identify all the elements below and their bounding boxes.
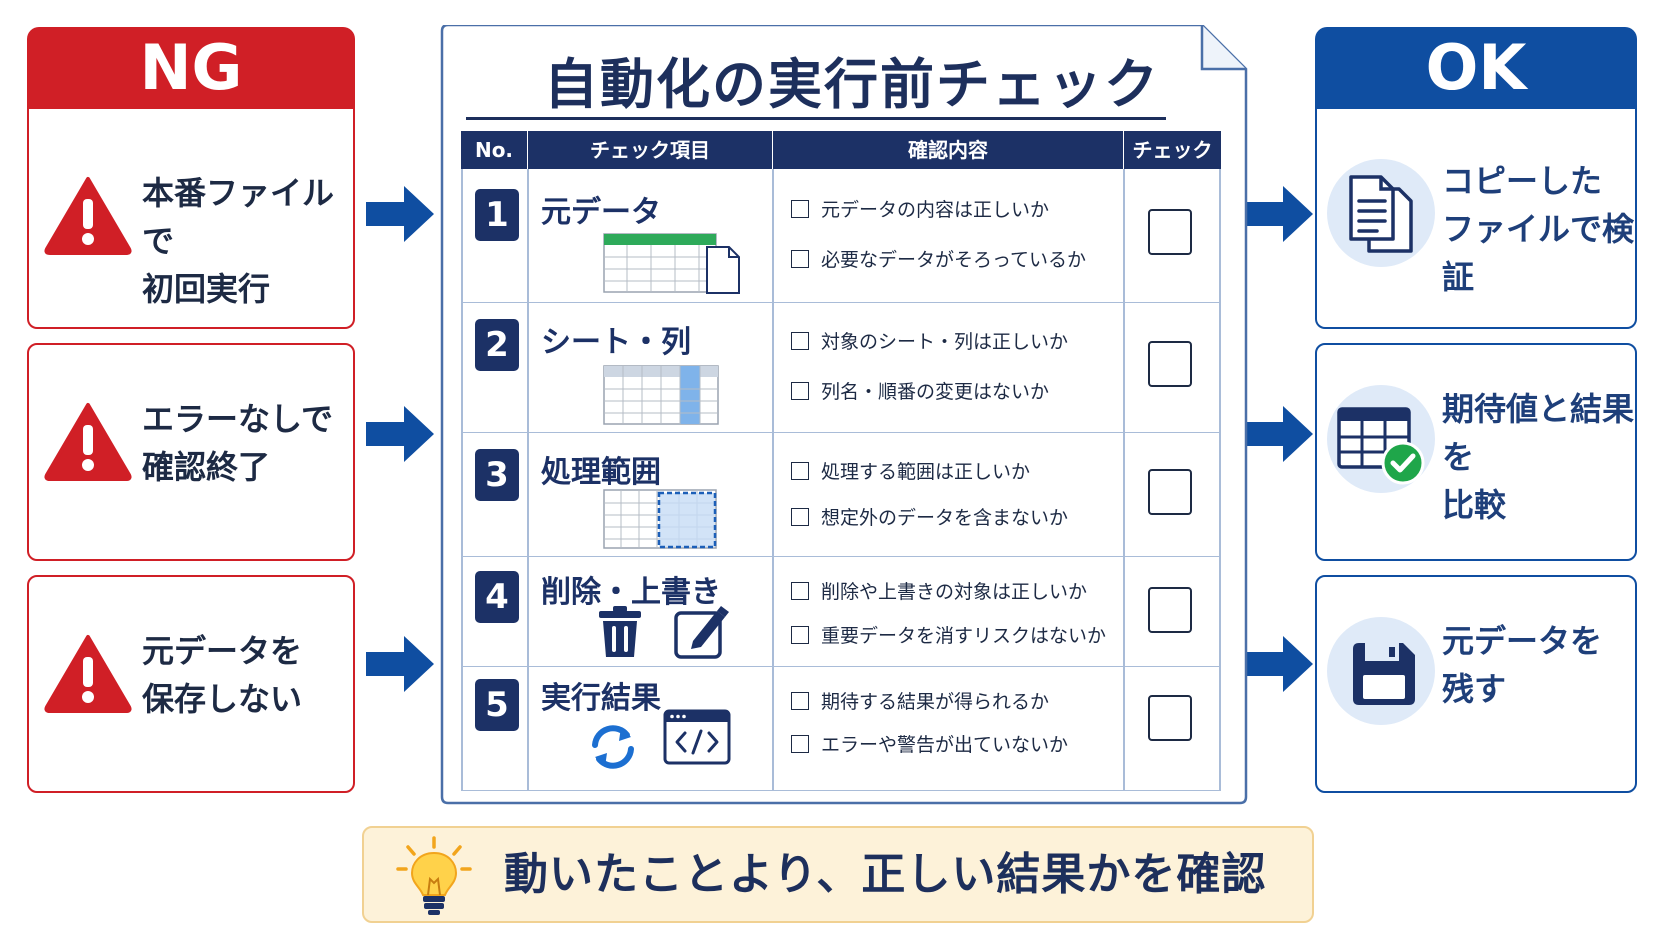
refresh-icon [592, 725, 634, 769]
range-select-icon [603, 489, 717, 549]
checkbox-icon[interactable] [791, 249, 809, 268]
row-number: 3 [475, 449, 519, 501]
check-item: 処理する範囲は正しいか [791, 457, 1030, 484]
check-text: 元データの内容は正しいか [821, 199, 1050, 221]
ok-card-3: 元データを 残す [1315, 575, 1637, 793]
table-row: 4 削除・上書き 削除や上書きの対象は正しいか 重要データを消すリスクはないか [461, 557, 1221, 667]
check-item: 想定外のデータを含まないか [791, 503, 1068, 530]
check-item: 期待する結果が得られるか [791, 687, 1049, 714]
row-number: 2 [475, 319, 519, 371]
ok-card-2: 期待値と結果を 比較 [1315, 343, 1637, 561]
table-row: 5 実行結果 期待する結果が得られるか エラーや警告が出ていないか [461, 667, 1221, 791]
check-item: 元データの内容は正しいか [791, 195, 1049, 222]
check-item: 必要なデータがそろっているか [791, 245, 1086, 272]
lightbulb-icon [396, 836, 472, 915]
row-number: 4 [475, 571, 519, 623]
checkbox-icon[interactable] [791, 581, 809, 600]
check-item: 削除や上書きの対象は正しいか [791, 577, 1087, 604]
check-text: 処理する範囲は正しいか [821, 461, 1031, 483]
check-item: 重要データを消すリスクはないか [791, 621, 1106, 648]
checkbox-icon[interactable] [791, 461, 809, 480]
ok-card-1: コピーした ファイルで検証 [1315, 109, 1637, 329]
check-text: 列名・順番の変更はないか [821, 381, 1050, 403]
checkbox-icon[interactable] [791, 199, 809, 218]
sheet-columns-icon [603, 365, 719, 425]
ok-header: OK [1315, 27, 1637, 109]
row-number: 5 [475, 679, 519, 731]
checkbox-icon[interactable] [791, 331, 809, 350]
table-divider [461, 169, 463, 791]
column-header-item: チェック項目 [528, 131, 772, 169]
row-label: 実行結果 [541, 681, 661, 716]
row-number: 1 [475, 189, 519, 241]
row-check-box[interactable] [1148, 209, 1192, 255]
table-row: 1 元データ 元データの内容は正しいか 必要なデータがそろっているか [461, 169, 1221, 303]
check-text: エラーや警告が出ていないか [821, 734, 1069, 756]
checkbox-icon[interactable] [791, 734, 809, 753]
arrow-right-icon [1245, 636, 1313, 692]
check-text: 対象のシート・列は正しいか [821, 331, 1069, 353]
spreadsheet-icon [603, 233, 740, 294]
table-divider [1123, 169, 1125, 791]
table-row: 2 シート・列 対象のシート・列は正しいか 列名・順番の変更はないか [461, 303, 1221, 433]
ok-text-3: 元データを 残す [1442, 622, 1603, 708]
warning-icon [44, 403, 132, 481]
checklist-document [440, 25, 1248, 805]
warning-icon [44, 177, 132, 255]
key-message: 動いたことより、正しい結果かを確認 [504, 849, 1267, 900]
row-check-box[interactable] [1148, 587, 1192, 633]
checkbox-icon[interactable] [791, 625, 809, 644]
check-item: 列名・順番の変更はないか [791, 377, 1049, 404]
check-text: 重要データを消すリスクはないか [821, 625, 1107, 647]
check-text: 必要なデータがそろっているか [821, 249, 1087, 271]
key-message-banner: 動いたことより、正しい結果かを確認 [362, 826, 1314, 923]
ng-text-1: 本番ファイルで 初回実行 [142, 174, 335, 308]
ng-header: NG [27, 27, 355, 109]
row-check-box[interactable] [1148, 341, 1192, 387]
checklist-table: No. チェック項目 確認内容 チェック 1 元データ 元データの内容は正しいか… [461, 131, 1221, 791]
row-label: シート・列 [541, 325, 691, 360]
arrow-right-icon [366, 636, 434, 692]
code-window-icon [663, 709, 731, 765]
check-item: エラーや警告が出ていないか [791, 730, 1068, 757]
table-divider [772, 169, 774, 791]
ng-text-2: エラーなしで 確認終了 [142, 400, 334, 486]
title-underline [466, 117, 1166, 120]
ng-card-1: 本番ファイルで 初回実行 [27, 109, 355, 329]
copy-files-icon [1349, 175, 1413, 253]
table-divider [1219, 169, 1221, 791]
table-check-icon [1337, 407, 1425, 485]
row-label: 元データ [541, 195, 661, 230]
check-text: 期待する結果が得られるか [821, 691, 1050, 713]
table-row: 3 処理範囲 処理する範囲は正しいか 想定外のデータを含まないか [461, 433, 1221, 557]
ok-text-2: 期待値と結果を 比較 [1442, 390, 1635, 524]
ok-text-1: コピーした ファイルで検証 [1442, 162, 1635, 296]
column-header-content: 確認内容 [773, 131, 1123, 169]
check-item: 対象のシート・列は正しいか [791, 327, 1068, 354]
arrow-right-icon [1245, 186, 1313, 242]
ng-text-3: 元データを 保存しない [142, 632, 303, 718]
row-label: 削除・上書き [541, 575, 721, 610]
ng-card-3: 元データを 保存しない [27, 575, 355, 793]
trash-icon [599, 606, 641, 657]
check-text: 削除や上書きの対象は正しいか [821, 581, 1088, 603]
edit-icon [674, 606, 729, 659]
row-check-box[interactable] [1148, 469, 1192, 515]
checkbox-icon[interactable] [791, 507, 809, 526]
arrow-right-icon [366, 406, 434, 462]
column-header-check: チェック [1124, 131, 1221, 169]
arrow-right-icon [1245, 406, 1313, 462]
warning-icon [44, 635, 132, 713]
save-icon [1353, 643, 1415, 705]
arrow-right-icon [366, 186, 434, 242]
checkbox-icon[interactable] [791, 691, 809, 710]
column-header-no: No. [461, 131, 527, 169]
checkbox-icon[interactable] [791, 381, 809, 400]
table-divider [527, 169, 529, 791]
ng-card-2: エラーなしで 確認終了 [27, 343, 355, 561]
row-check-box[interactable] [1148, 695, 1192, 741]
row-label: 処理範囲 [541, 455, 661, 490]
check-text: 想定外のデータを含まないか [821, 507, 1069, 529]
checklist-title: 自動化の実行前チェック [544, 53, 1160, 116]
